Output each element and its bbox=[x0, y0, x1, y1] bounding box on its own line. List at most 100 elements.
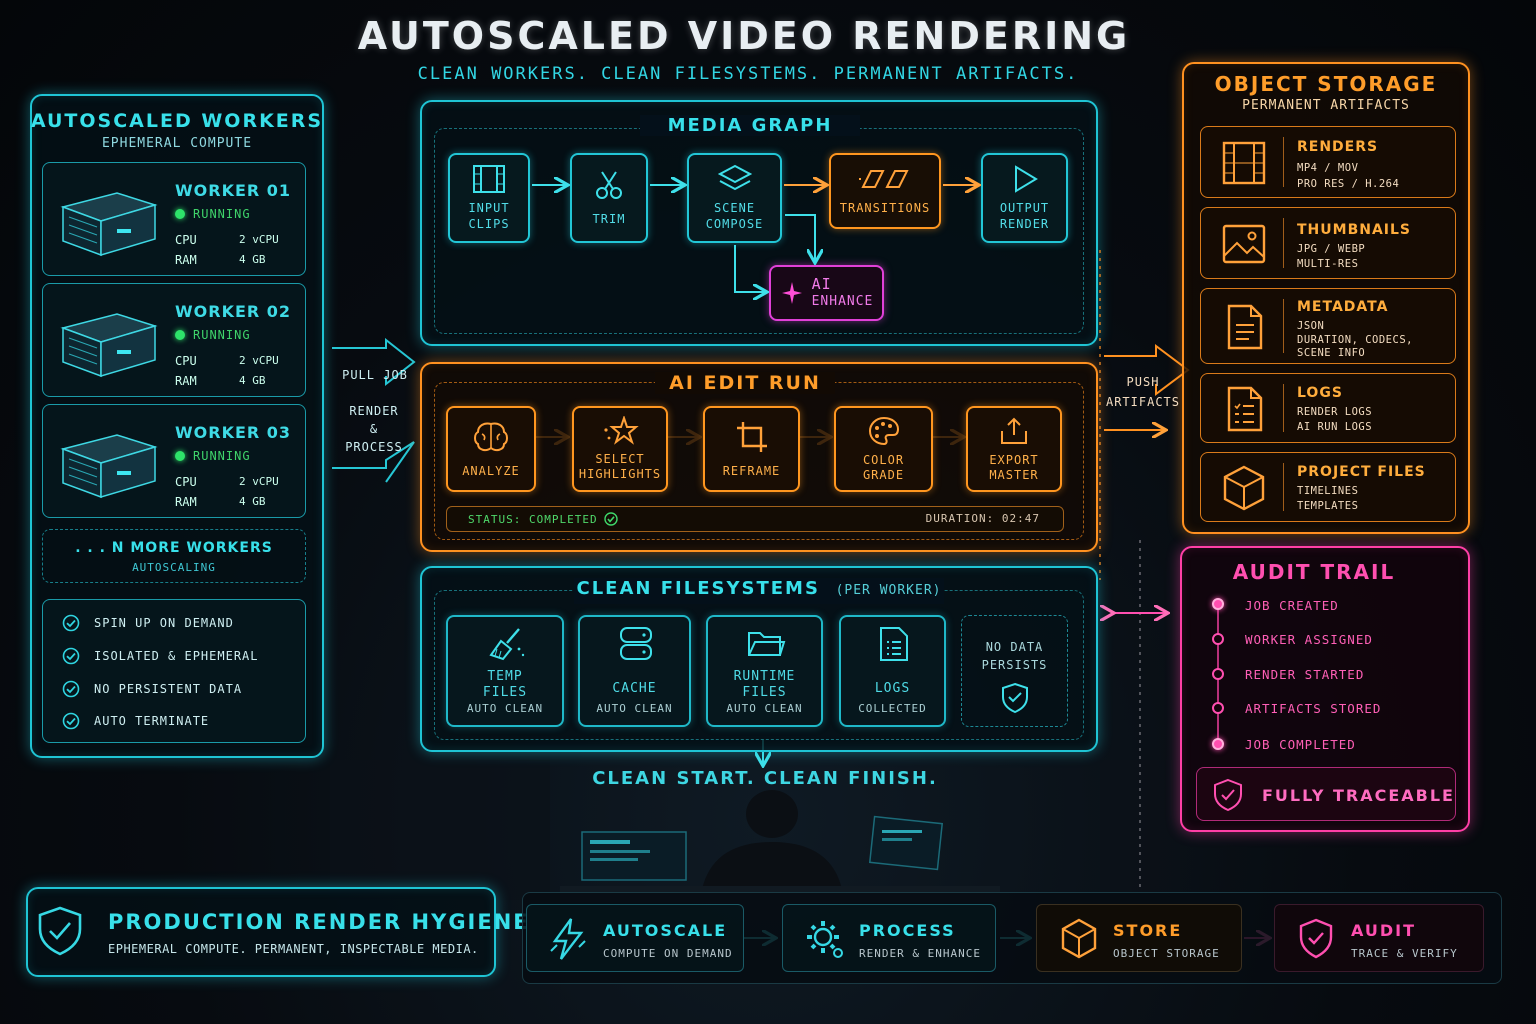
pull-job-label: PULL JOB bbox=[342, 368, 408, 382]
worker-status: RUNNING bbox=[193, 328, 251, 342]
fs-temp-files[interactable]: TEMP FILES AUTO CLEAN bbox=[446, 615, 564, 727]
worker-name: WORKER 02 bbox=[175, 302, 292, 321]
storage-line: MP4 / MOV bbox=[1297, 162, 1359, 174]
fully-traceable-badge bbox=[1196, 767, 1456, 821]
storage-title: THUMBNAILS bbox=[1297, 222, 1412, 238]
render-process-line: & bbox=[369, 422, 379, 436]
log-icon bbox=[1227, 386, 1263, 432]
worker-card-3[interactable]: WORKER 03 RUNNING CPU 2 vCPU RAM 4 GB bbox=[42, 404, 306, 518]
step-label: SELECT bbox=[595, 452, 645, 466]
shield-check-icon bbox=[38, 906, 82, 956]
node-input-clips[interactable]: INPUT CLIPS bbox=[448, 153, 530, 243]
step-label: MASTER bbox=[989, 468, 1039, 482]
audit-event: JOB COMPLETED bbox=[1245, 737, 1356, 752]
flow-title: AUTOSCALE bbox=[603, 921, 728, 940]
node-label: AI bbox=[811, 275, 832, 293]
no-data-label: PERSISTS bbox=[981, 658, 1048, 672]
ram-value: 4 GB bbox=[239, 253, 266, 266]
shield-check-icon bbox=[1299, 918, 1333, 959]
hygiene-subtitle: EPHEMERAL COMPUTE. PERMANENT, INSPECTABL… bbox=[108, 942, 479, 956]
check-circle-icon bbox=[62, 647, 80, 665]
more-workers-card[interactable] bbox=[42, 529, 306, 583]
palette-icon bbox=[868, 416, 899, 446]
node-transitions[interactable]: TRANSITIONS bbox=[829, 153, 941, 229]
status-dot bbox=[175, 330, 185, 340]
node-trim[interactable]: TRIM bbox=[570, 153, 648, 243]
ai-edit-run-title: AI EDIT RUN bbox=[655, 372, 835, 394]
cube-icon bbox=[1223, 465, 1265, 511]
storage-line: MULTI-RES bbox=[1297, 258, 1359, 270]
storage-renders[interactable]: RENDERS MP4 / MOV PRO RES / H.264 bbox=[1200, 126, 1456, 198]
flow-store[interactable]: STORE OBJECT STORAGE bbox=[1036, 904, 1242, 972]
step-analyze[interactable]: ANALYZE bbox=[446, 406, 536, 492]
push-artifacts-line: PUSH bbox=[1126, 375, 1160, 389]
node-output-render[interactable]: OUTPUT RENDER bbox=[981, 153, 1068, 243]
check-circle-icon bbox=[603, 512, 618, 526]
flow-audit[interactable]: AUDIT TRACE & VERIFY bbox=[1274, 904, 1484, 972]
fs-logs[interactable]: LOGS COLLECTED bbox=[839, 615, 946, 727]
step-select-highlights[interactable]: SELECT HIGHLIGHTS bbox=[572, 406, 668, 492]
worker-name: WORKER 01 bbox=[175, 181, 292, 200]
storage-line: TIMELINES bbox=[1297, 485, 1359, 497]
star-icon bbox=[604, 416, 639, 445]
crop-icon bbox=[736, 421, 767, 452]
no-data-label: NO DATA bbox=[985, 640, 1044, 654]
no-data-persists-card bbox=[961, 615, 1068, 727]
lightning-icon bbox=[550, 918, 586, 960]
brain-icon bbox=[474, 422, 508, 451]
storage-metadata[interactable]: METADATA JSON DURATION, CODECS, SCENE IN… bbox=[1200, 288, 1456, 364]
ram-label: RAM bbox=[175, 495, 197, 509]
film-icon bbox=[1222, 141, 1266, 185]
node-label: OUTPUT bbox=[999, 201, 1050, 215]
step-reframe[interactable]: REFRAME bbox=[703, 406, 800, 492]
cpu-value: 2 vCPU bbox=[239, 475, 279, 488]
step-label: EXPORT bbox=[989, 453, 1039, 467]
node-ai-enhance[interactable]: AI ENHANCE bbox=[769, 265, 884, 321]
check-circle-icon bbox=[62, 614, 80, 632]
fs-sub: COLLECTED bbox=[858, 702, 927, 715]
object-storage-title: OBJECT STORAGE bbox=[1214, 72, 1438, 96]
check-circle-icon bbox=[62, 712, 80, 730]
shield-check-icon bbox=[1002, 682, 1028, 714]
worker-card-2[interactable]: WORKER 02 RUNNING CPU 2 vCPU RAM 4 GB bbox=[42, 283, 306, 397]
node-label: COMPOSE bbox=[705, 217, 764, 231]
image-icon bbox=[1222, 224, 1266, 264]
sparkle-icon bbox=[781, 282, 802, 304]
divider bbox=[1283, 463, 1284, 511]
clean-fs-title-wrap: CLEAN FILESYSTEMS (PER WORKER) bbox=[574, 578, 944, 604]
worker-status: RUNNING bbox=[193, 449, 251, 463]
status-text: STATUS: COMPLETED bbox=[468, 512, 618, 526]
more-workers-subtitle: AUTOSCALING bbox=[132, 561, 216, 574]
check-circle-icon bbox=[62, 680, 80, 698]
flow-autoscale[interactable]: AUTOSCALE COMPUTE ON DEMAND bbox=[526, 904, 744, 972]
broom-icon bbox=[489, 628, 525, 661]
flow-sub: COMPUTE ON DEMAND bbox=[603, 947, 733, 960]
flow-process[interactable]: PROCESS RENDER & ENHANCE bbox=[782, 904, 996, 972]
storage-line: AI RUN LOGS bbox=[1297, 421, 1373, 433]
ram-label: RAM bbox=[175, 253, 197, 267]
node-label: ENHANCE bbox=[811, 294, 874, 309]
document-icon bbox=[1227, 304, 1263, 350]
fs-runtime-files[interactable]: RUNTIME FILES AUTO CLEAN bbox=[706, 615, 823, 727]
transition-icon bbox=[859, 169, 909, 188]
operator-illustration bbox=[560, 790, 1000, 902]
status-label: STATUS: COMPLETED bbox=[468, 512, 598, 526]
storage-logs[interactable]: LOGS RENDER LOGS AI RUN LOGS bbox=[1200, 373, 1456, 443]
storage-project-files[interactable]: PROJECT FILES TIMELINES TEMPLATES bbox=[1200, 452, 1456, 522]
storage-line: RENDER LOGS bbox=[1297, 406, 1373, 418]
step-color-grade[interactable]: COLOR GRADE bbox=[834, 406, 933, 492]
step-label: COLOR bbox=[862, 453, 905, 467]
storage-title: RENDERS bbox=[1297, 139, 1379, 155]
fs-sub: AUTO CLEAN bbox=[596, 702, 673, 715]
page-subtitle: CLEAN WORKERS. CLEAN FILESYSTEMS. PERMAN… bbox=[417, 64, 1079, 84]
step-export-master[interactable]: EXPORT MASTER bbox=[966, 406, 1062, 492]
audit-event: JOB CREATED bbox=[1245, 598, 1339, 613]
storage-thumbnails[interactable]: THUMBNAILS JPG / WEBP MULTI-RES bbox=[1200, 207, 1456, 279]
worker-card-1[interactable]: WORKER 01 RUNNING CPU 2 vCPU RAM 4 GB bbox=[42, 162, 306, 276]
worker-status: RUNNING bbox=[193, 207, 251, 221]
node-scene-compose[interactable]: SCENE COMPOSE bbox=[687, 153, 782, 243]
media-graph-title: MEDIA GRAPH bbox=[640, 115, 860, 136]
storage-title: PROJECT FILES bbox=[1297, 464, 1426, 480]
fs-cache[interactable]: CACHE AUTO CLEAN bbox=[578, 615, 691, 727]
workers-panel-title: AUTOSCALED WORKERS bbox=[30, 110, 324, 132]
